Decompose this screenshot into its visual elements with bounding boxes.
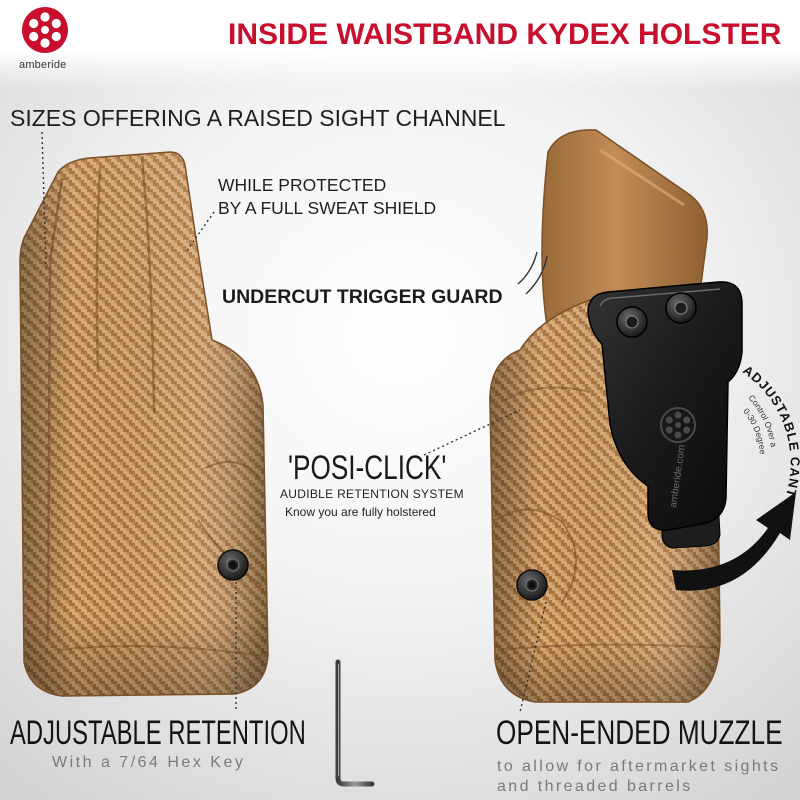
sweat-shield-label-line2: BY A FULL SWEAT SHIELD [218,198,437,218]
hex-key-icon [335,659,375,787]
left-holster-guard-contour [204,461,261,479]
posi-click-line1: AUDIBLE RETENTION SYSTEM [280,487,464,501]
left-holster-outline [19,151,269,697]
leader-lines [41,131,547,713]
left-holster-slide-ridge [95,167,102,373]
sweat-shield-label-line1: WHILE PROTECTED [218,175,387,195]
brand-name: amberide [19,59,67,71]
right-retention-screw-icon [516,569,548,601]
muzzle-line1: to allow for aftermarket sights [497,758,781,775]
left-holster-rear-ridge [46,177,64,641]
right-holster-contour [504,386,591,401]
left-retention-screw-icon [217,549,249,581]
sight-channel-label: SIZES OFFERING A RAISED SIGHT CHANNEL [10,105,506,131]
right-holster: amberide.com [489,129,743,703]
muzzle-line2: and threaded barrels [497,778,693,795]
clip-screw-icon [665,292,697,324]
logo-hole [51,31,61,42]
clip-logo-icon [660,407,696,443]
retention-title: ADJUSTABLE RETENTION [10,714,306,752]
logo-hole [51,18,61,29]
right-holster-guard-contour [495,508,577,603]
belt-clip: amberide.com [587,281,743,549]
curved-arrow-icon [672,492,796,591]
retention-subtitle: With a 7/64 Hex Key [52,754,246,771]
logo-hole [40,12,50,22]
right-holster-muzzle-edge [497,643,719,651]
right-holster-top-highlight [599,148,685,207]
posi-click-title: 'POSI-CLICK' [288,449,447,487]
logo-hole [41,26,49,34]
trigger-guard-label: UNDERCUT TRIGGER GUARD [222,286,503,308]
clip-body [587,281,743,531]
page-title: INSIDE WAISTBAND KYDEX HOLSTER [228,18,782,51]
left-holster-channel-ridge [140,157,156,413]
revolver-cylinder-icon [22,7,68,53]
muzzle-title: OPEN-ENDED MUZZLE [496,714,783,752]
top-band [0,0,800,90]
logo-hole [40,38,50,48]
clip-screw-icon [616,306,648,338]
logo-hole [29,18,39,29]
trigger-guard-mark [517,251,538,285]
left-holster [19,151,269,697]
clip-edge-highlight [599,288,721,307]
trigger-guard-marks [517,251,548,295]
sweat-shield-leader [185,211,215,253]
posi-click-line2: Know you are fully holstered [285,505,436,519]
logo-hole [29,31,39,42]
muzzle-leader [519,601,547,713]
trigger-guard-mark [525,255,548,295]
